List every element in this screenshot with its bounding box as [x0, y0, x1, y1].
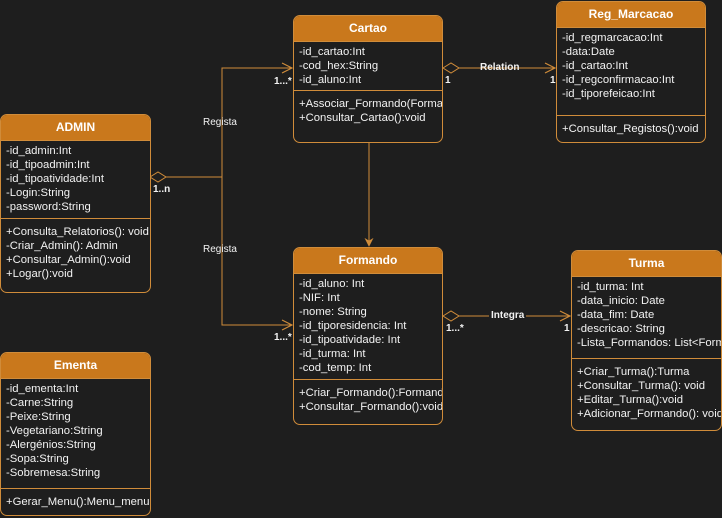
methods-section: +Consulta_Relatorios(): void -Criar_Admi… — [1, 219, 150, 284]
relation-source-multiplicity: 1 — [445, 75, 451, 86]
regista-top-label: Regista — [203, 117, 237, 128]
method: -Criar_Admin(): Admin — [6, 240, 118, 252]
attribute: -id_tipoatividade:Int — [6, 173, 104, 185]
class-name: Cartao — [294, 16, 442, 42]
attribute: -id_tipoadmin:Int — [6, 159, 90, 171]
attribute: -id_admin:Int — [6, 145, 72, 157]
attribute: -cod_temp: Int — [299, 362, 372, 374]
attribute: -Vegetariano:String — [6, 425, 103, 437]
regista-bottom-label: Regista — [203, 244, 237, 255]
method: +Consultar_Admin():void — [6, 254, 131, 266]
class-name: Formando — [294, 248, 442, 274]
class-name: Reg_Marcacao — [557, 2, 705, 28]
method: +Associar_Formando(Formando) — [299, 98, 443, 110]
attribute: -id_cartao:Int — [299, 46, 365, 58]
attributes-section: -id_admin:Int -id_tipoadmin:Int -id_tipo… — [1, 141, 150, 219]
attributes-section: -id_turma: Int -data_inicio: Date -data_… — [572, 277, 721, 359]
attributes-section: -id_cartao:Int -cod_hex:String -id_aluno… — [294, 42, 442, 91]
attribute: -cod_hex:String — [299, 60, 379, 72]
attribute: -id_regconfirmacao:Int — [562, 74, 675, 86]
method: +Consultar_Registos():void — [562, 123, 699, 135]
integra-source-multiplicity: 1...* — [446, 323, 464, 334]
class-cartao[interactable]: Cartao -id_cartao:Int -cod_hex:String -i… — [293, 15, 443, 143]
class-turma[interactable]: Turma -id_turma: Int -data_inicio: Date … — [571, 250, 722, 431]
class-name: Turma — [572, 251, 721, 277]
attribute: -Sopa:String — [6, 453, 69, 465]
attribute: -NIF: Int — [299, 292, 340, 304]
class-admin[interactable]: ADMIN -id_admin:Int -id_tipoadmin:Int -i… — [0, 114, 151, 293]
method: +Criar_Turma():Turma — [577, 366, 690, 378]
methods-section: +Criar_Formando():Formando +Consultar_Fo… — [294, 380, 442, 417]
attribute: -Carne:String — [6, 397, 74, 409]
attributes-section: -id_ementa:Int -Carne:String -Peixe:Stri… — [1, 379, 150, 489]
method: +Consulta_Relatorios(): void — [6, 226, 149, 238]
method: +Consultar_Formando():void — [299, 401, 443, 413]
relation-target-multiplicity: 1 — [550, 75, 556, 86]
admin-aggregation-diamond — [149, 171, 167, 183]
attribute: -id_ementa:Int — [6, 383, 79, 395]
attribute: -Peixe:String — [6, 411, 71, 423]
attribute: -Alergénios:String — [6, 439, 96, 451]
attributes-section: -id_aluno: Int -NIF: Int -nome: String -… — [294, 274, 442, 380]
methods-section: +Gerar_Menu():Menu_menu — [1, 489, 150, 512]
method: +Adicionar_Formando(): void — [577, 408, 722, 420]
method: +Consultar_Turma(): void — [577, 380, 705, 392]
attribute: -Sobremesa:String — [6, 467, 101, 479]
integra-target-multiplicity: 1 — [564, 323, 570, 334]
attribute: -id_tipoatividade: Int — [299, 334, 401, 346]
attribute: -descricao: String — [577, 323, 665, 335]
attribute: -nome: String — [299, 306, 367, 318]
attribute: -data_inicio: Date — [577, 295, 665, 307]
attribute: -id_turma: Int — [299, 348, 366, 360]
class-formando[interactable]: Formando -id_aluno: Int -NIF: Int -nome:… — [293, 247, 443, 425]
attribute: -data_fim: Date — [577, 309, 655, 321]
attribute: -id_aluno:Int — [299, 74, 362, 86]
methods-section: +Associar_Formando(Formando) +Consultar_… — [294, 91, 442, 128]
attribute: -password:String — [6, 201, 91, 213]
methods-section: +Criar_Turma():Turma +Consultar_Turma():… — [572, 359, 721, 424]
attribute: -id_turma: Int — [577, 281, 644, 293]
method: +Logar():void — [6, 268, 73, 280]
regista-connector-formando — [221, 177, 292, 325]
class-ementa[interactable]: Ementa -id_ementa:Int -Carne:String -Pei… — [0, 352, 151, 516]
class-reg-marcacao[interactable]: Reg_Marcacao -id_regmarcacao:Int -data:D… — [556, 1, 706, 143]
method: +Editar_Turma():void — [577, 394, 683, 406]
regista-connector-cartao — [166, 68, 292, 178]
method: +Consultar_Cartao():void — [299, 112, 426, 124]
formando-aggregation-diamond — [442, 310, 460, 322]
attribute: -id_aluno: Int — [299, 278, 365, 290]
formando-regista-multiplicity: 1...* — [274, 332, 292, 343]
methods-section: +Consultar_Registos():void — [557, 116, 705, 139]
attribute: -id_regmarcacao:Int — [562, 32, 663, 44]
attribute: -id_cartao:Int — [562, 60, 628, 72]
method: +Criar_Formando():Formando — [299, 387, 443, 399]
integra-label: Integra — [489, 310, 527, 322]
attribute: -Login:String — [6, 187, 71, 199]
relation-label: Relation — [480, 62, 520, 73]
attribute: -id_tiporesidencia: Int — [299, 320, 407, 332]
attribute: -id_tiporefeicao:Int — [562, 88, 655, 100]
cartao-aggregation-diamond — [442, 62, 460, 74]
class-name: ADMIN — [1, 115, 150, 141]
cartao-regista-multiplicity: 1...* — [274, 76, 292, 87]
class-name: Ementa — [1, 353, 150, 379]
attributes-section: -id_regmarcacao:Int -data:Date -id_carta… — [557, 28, 705, 116]
admin-multiplicity: 1..n — [153, 184, 171, 195]
attribute: -data:Date — [562, 46, 615, 58]
attribute: -Lista_Formandos: List<Formando> — [577, 337, 721, 349]
method: +Gerar_Menu():Menu_menu — [6, 496, 150, 508]
